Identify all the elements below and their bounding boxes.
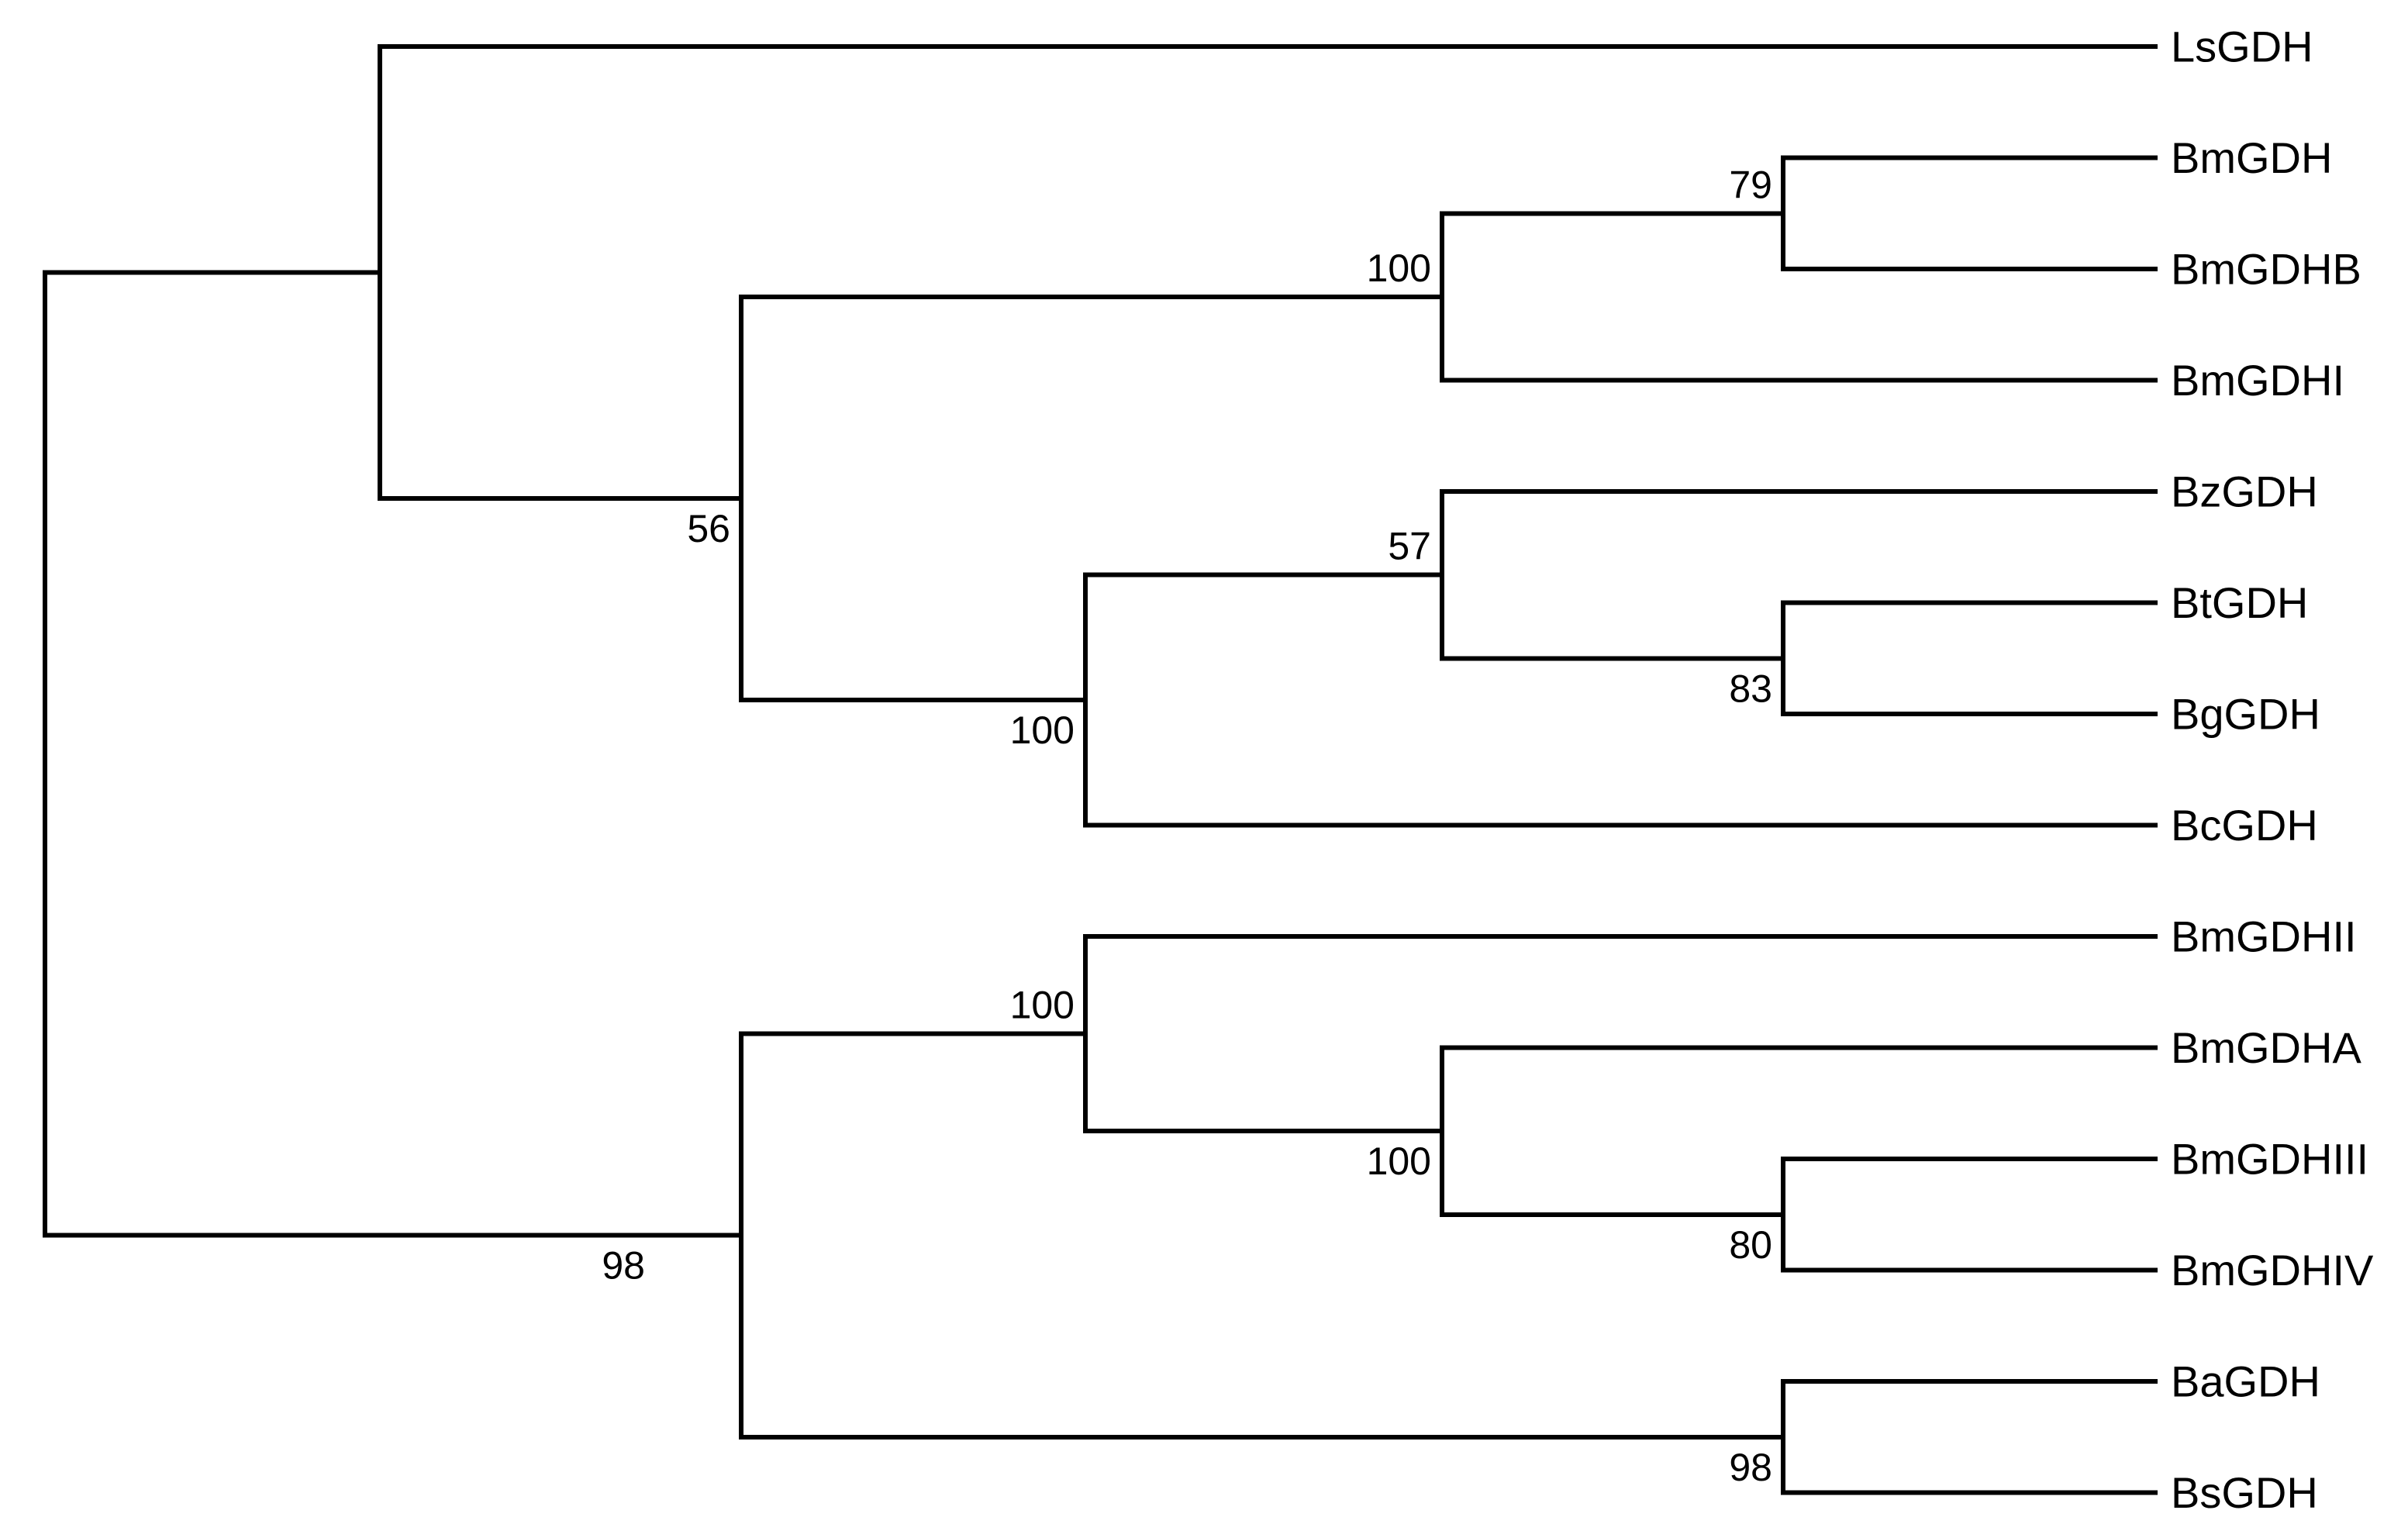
taxon-label: BtGDH — [2171, 578, 2308, 627]
taxon-label: LsGDH — [2171, 22, 2313, 71]
taxon-label: BmGDHIII — [2171, 1135, 2368, 1184]
taxon-label: BmGDHB — [2171, 245, 2361, 294]
bootstrap-support-value: 100 — [1367, 1140, 1431, 1183]
bootstrap-support-value: 56 — [687, 507, 730, 550]
bootstrap-support-value: 98 — [1729, 1446, 1772, 1489]
bootstrap-support-value: 100 — [1010, 984, 1075, 1027]
bootstrap-support-value: 57 — [1388, 525, 1431, 568]
taxon-label: BmGDHIV — [2171, 1246, 2374, 1295]
bootstrap-support-value: 100 — [1367, 247, 1431, 290]
taxon-label: BgGDH — [2171, 690, 2320, 739]
taxon-label: BsGDH — [2171, 1468, 2318, 1517]
bootstrap-support-value: 98 — [602, 1244, 645, 1288]
bootstrap-support-value: 80 — [1729, 1223, 1772, 1267]
taxon-label: BzGDH — [2171, 467, 2318, 516]
taxon-label: BmGDHA — [2171, 1023, 2361, 1072]
taxon-label: BmGDHII — [2171, 912, 2357, 961]
taxon-label: BmGDHI — [2171, 356, 2344, 405]
bootstrap-support-value: 79 — [1729, 163, 1772, 206]
bootstrap-support-value: 100 — [1010, 709, 1075, 752]
taxon-label: BcGDH — [2171, 801, 2318, 850]
taxon-label: BaGDH — [2171, 1357, 2320, 1406]
bootstrap-support-value: 83 — [1729, 667, 1772, 710]
taxon-label: BmGDH — [2171, 133, 2332, 182]
